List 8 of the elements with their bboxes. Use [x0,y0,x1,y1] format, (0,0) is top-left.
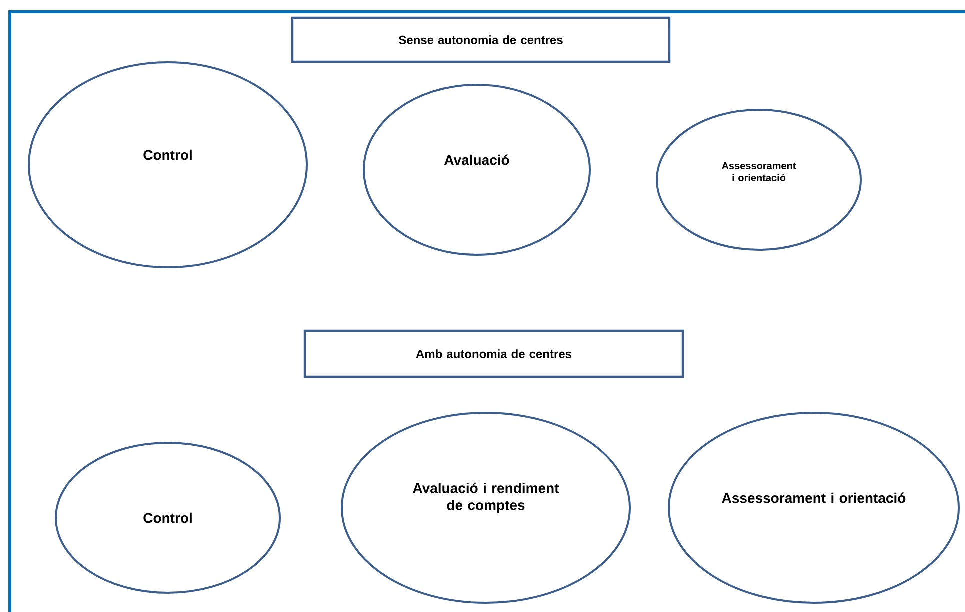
heading-box: Amb autonomia de centres [304,330,684,378]
ellipse-node: Control [28,62,308,268]
ellipse-node: Assessorament i orientació [668,412,960,604]
ellipse-node: Control [55,442,281,594]
heading-box: Sense autonomia de centres [291,16,671,64]
ellipse-node: Assessorament i orientació [656,109,862,251]
ellipse-node: Avaluació i rendiment de comptes [341,412,631,604]
ellipse-node: Avaluació [363,84,591,256]
